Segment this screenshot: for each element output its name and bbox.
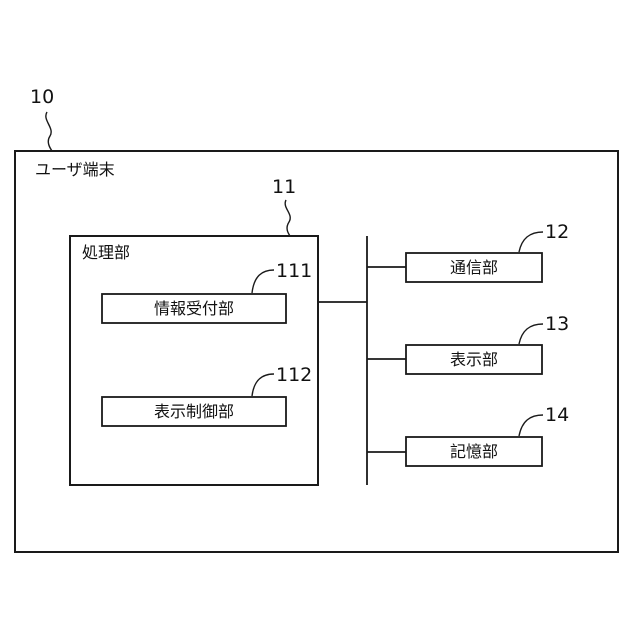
- user-terminal-label: ユーザ端末: [35, 160, 115, 179]
- display-unit-label: 表示部: [450, 350, 498, 369]
- info-receiver-ref: 111: [276, 260, 312, 282]
- user-terminal-ref: 10: [30, 86, 54, 108]
- storage-unit-label: 記憶部: [450, 442, 498, 461]
- storage-unit-ref: 14: [545, 404, 569, 426]
- communication-unit-ref: 12: [545, 221, 569, 243]
- processing-unit-label: 処理部: [82, 243, 130, 262]
- display-controller-ref: 112: [276, 364, 312, 386]
- user-terminal-leader: [46, 112, 52, 151]
- display-controller-label: 表示制御部: [154, 402, 234, 421]
- processing-unit-ref: 11: [272, 176, 296, 198]
- info-receiver-label: 情報受付部: [154, 299, 234, 318]
- communication-unit-label: 通信部: [450, 258, 498, 277]
- display-unit-ref: 13: [545, 313, 569, 335]
